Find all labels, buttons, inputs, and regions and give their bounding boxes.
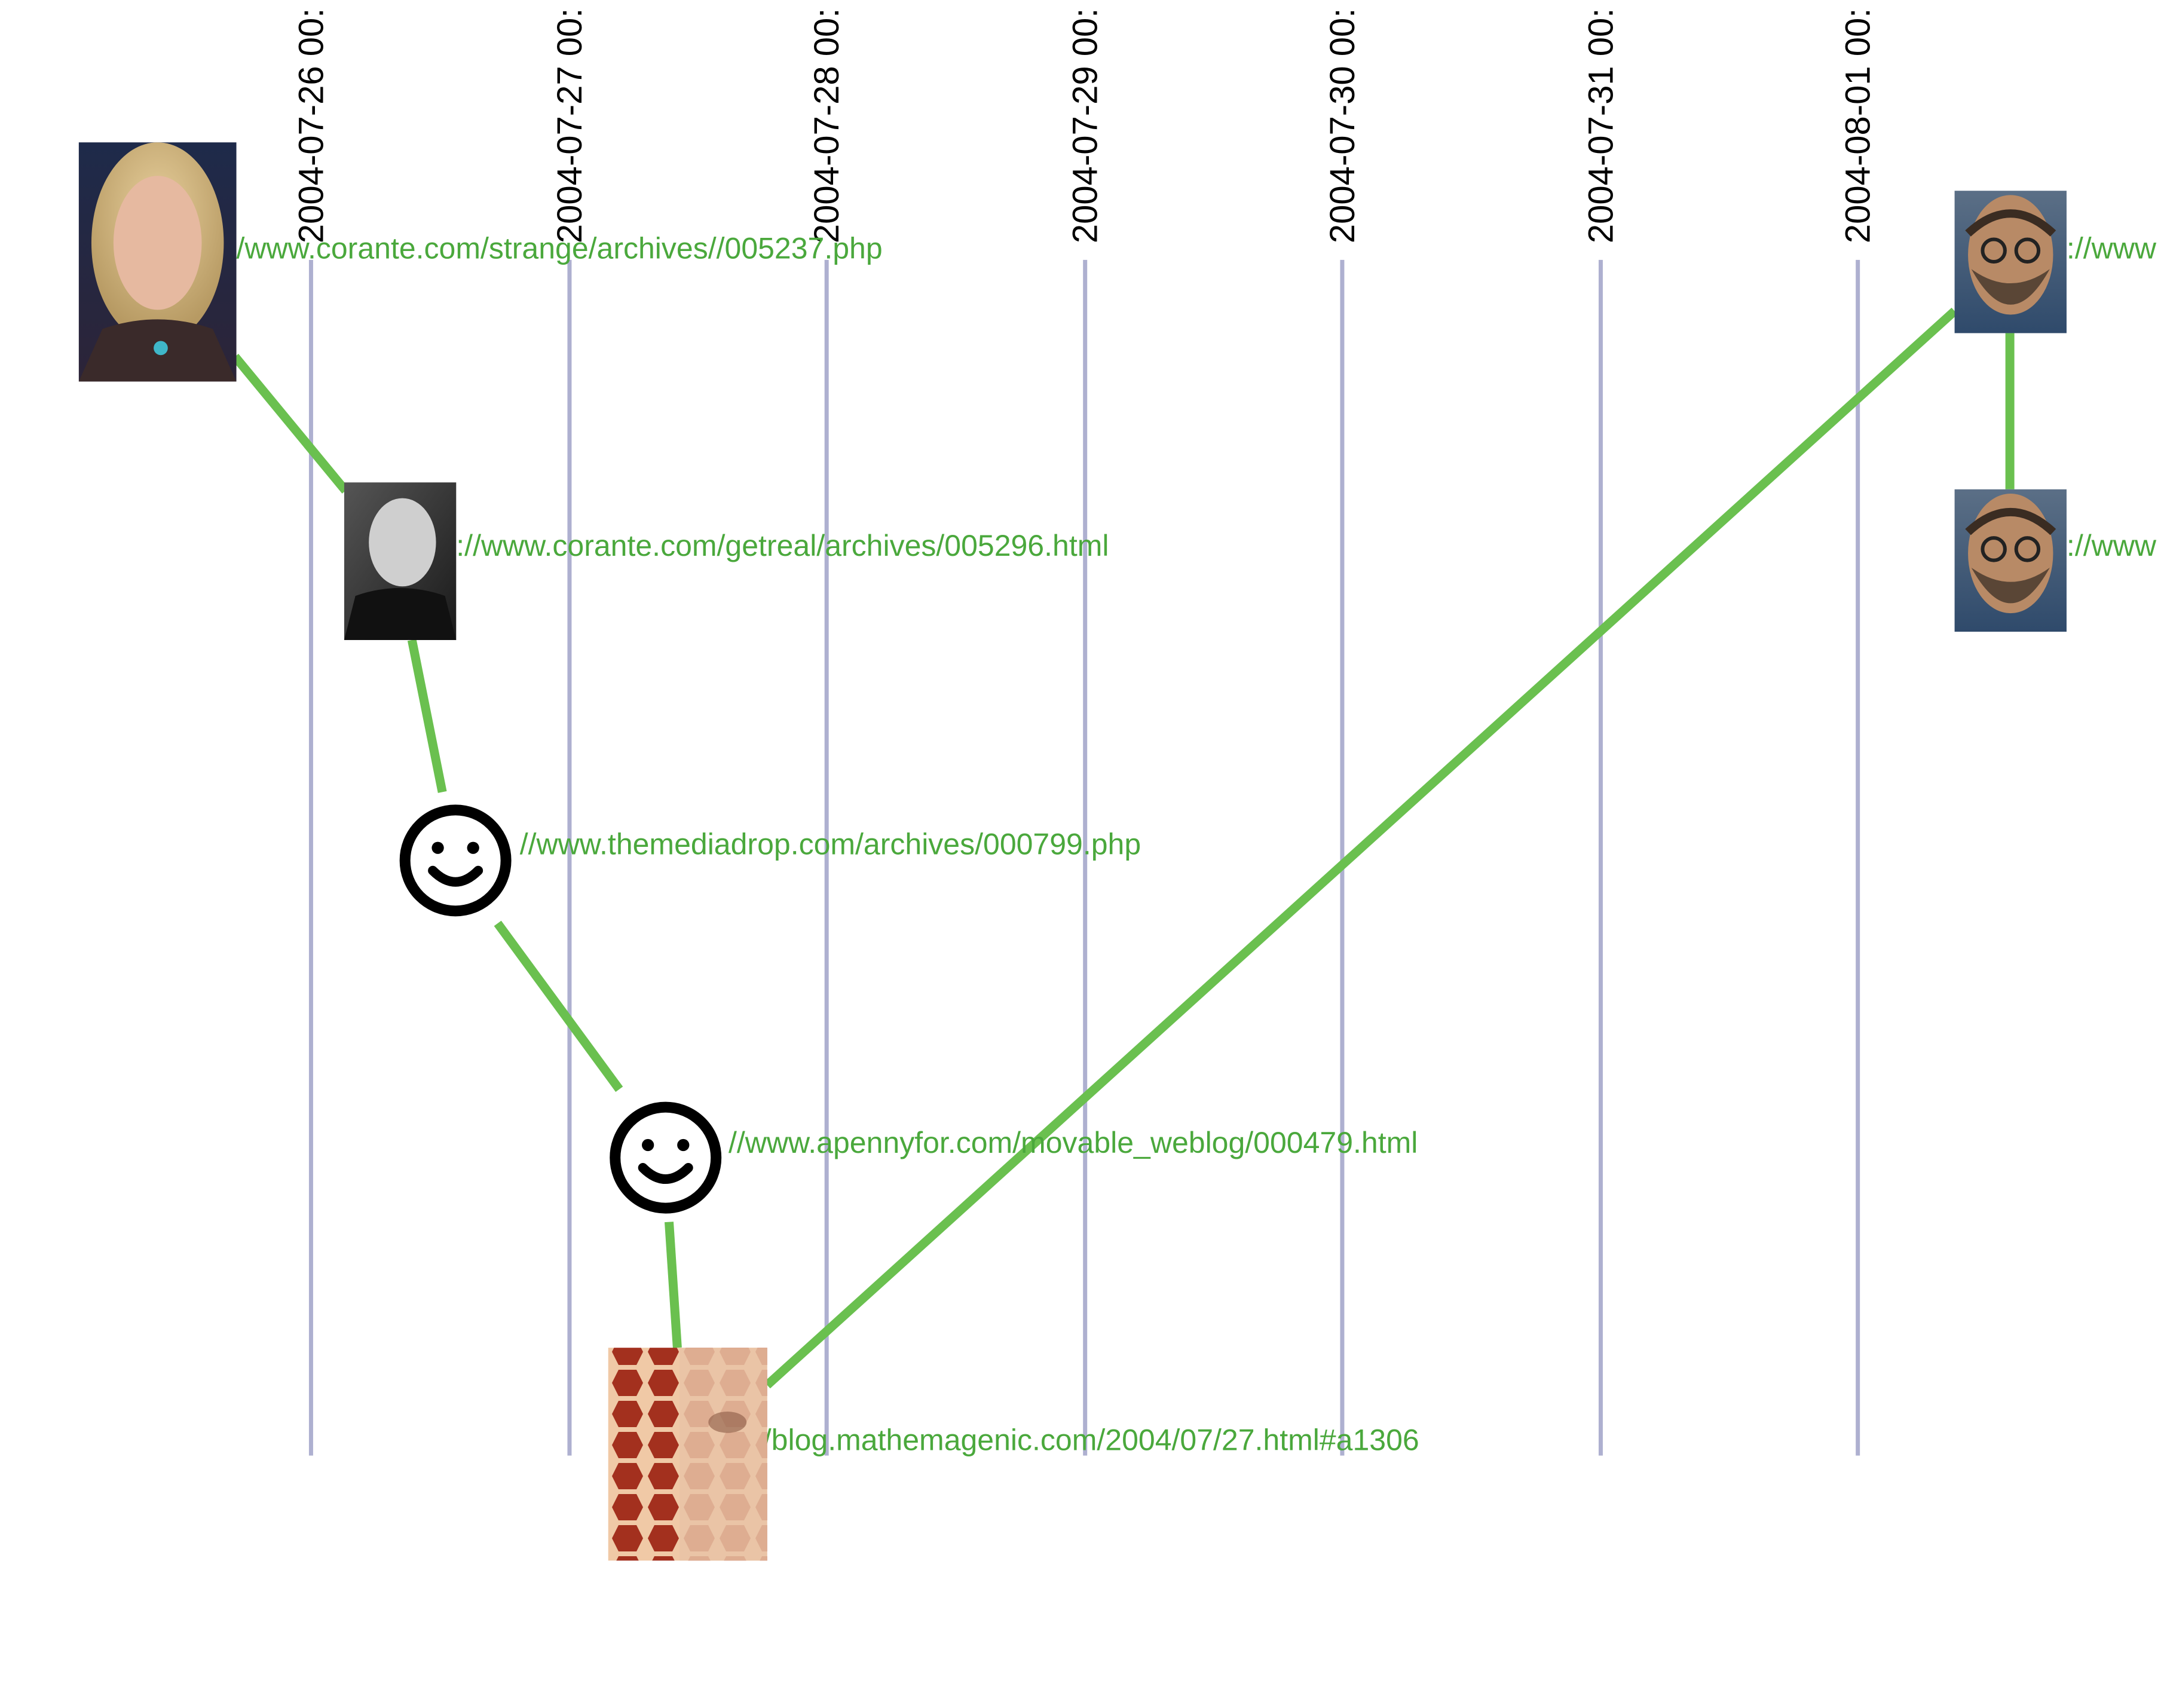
date-gridlines: [308, 259, 1860, 1456]
date-label: 2004-07-28 00:: [807, 8, 846, 243]
avatars: [78, 142, 2067, 1561]
post-url-link[interactable]: /www.corante.com/strange/archives//00523…: [237, 232, 883, 265]
edge-n5-n6: [764, 307, 1958, 1389]
post-url-link[interactable]: //www.apennyfor.com/movable_weblog/00047…: [729, 1126, 1418, 1159]
link-edges: [231, 307, 2015, 1389]
avatar-photo-man-bald[interactable]: [344, 482, 457, 640]
date-label: 2004-07-27 00:: [550, 8, 589, 243]
date-label: 2004-07-30 00:: [1323, 8, 1362, 243]
smiley-icon[interactable]: [399, 804, 512, 917]
avatar-photo-woman-blonde[interactable]: [78, 142, 237, 382]
edge-n1-n2: [231, 353, 350, 494]
date-label: 2004-07-31 00:: [1581, 8, 1620, 243]
edge-n2-n3: [407, 639, 447, 793]
post-url-link[interactable]: ://www: [2067, 232, 2157, 265]
date-label: 2004-07-29 00:: [1066, 8, 1105, 243]
smiley-icon[interactable]: [610, 1101, 722, 1214]
date-label: 2004-07-26 00:: [292, 8, 330, 243]
edge-n4-n5: [665, 1222, 682, 1348]
avatar-photo-honeycomb-face[interactable]: [608, 1348, 767, 1561]
url-labels: /www.corante.com/strange/archives//00523…: [237, 232, 2157, 1457]
post-url-link[interactable]: ://www.corante.com/getreal/archives/0052…: [456, 529, 1109, 562]
post-url-link[interactable]: ://www: [2067, 529, 2157, 562]
date-label: 2004-08-01 00:: [1839, 8, 1878, 243]
date-axis-labels: 2004-07-26 00: 2004-07-27 00: 2004-07-28 0…: [292, 8, 1877, 243]
avatar-photo-man-beard[interactable]: [1954, 489, 2067, 632]
edge-n3-n4: [494, 920, 623, 1092]
post-url-link[interactable]: /blog.mathemagenic.com/2004/07/27.html#a…: [763, 1423, 1419, 1456]
avatar-photo-man-beard[interactable]: [1954, 191, 2067, 333]
post-url-link[interactable]: //www.themediadrop.com/archives/000799.p…: [520, 827, 1141, 861]
